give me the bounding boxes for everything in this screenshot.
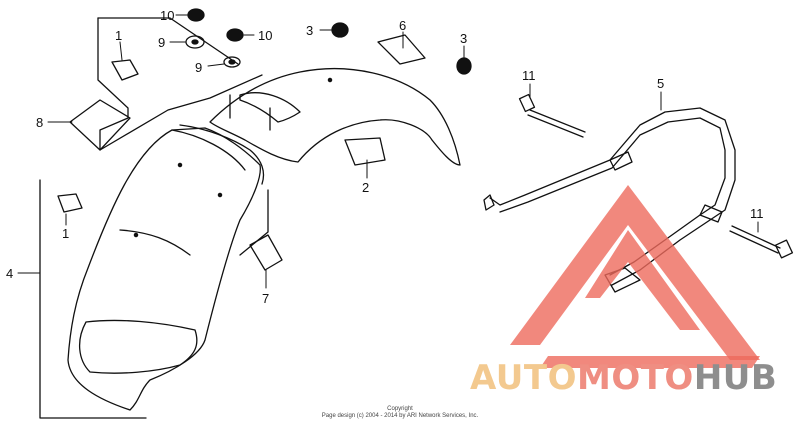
assembly-bracket-left [39,17,269,419]
callout-8: 8 [36,115,43,130]
callout-1-a: 1 [115,28,122,43]
watermark-text: AUTOMOTOHUB [470,358,777,398]
pad-6 [377,34,426,65]
nut-10-a [187,8,205,22]
watermark-triangle [510,185,760,368]
inner-fender [209,67,461,166]
nut-10-b [226,28,244,42]
leader-lines [17,14,759,289]
callout-5: 5 [657,76,664,91]
callout-11-b: 11 [750,206,764,221]
cushion-lower [57,193,83,213]
pad-7 [249,234,283,271]
callout-6: 6 [399,18,406,33]
pad-8 [69,99,131,151]
callout-1-b: 1 [62,226,69,241]
washer-9-a [185,35,205,49]
callout-10-a: 10 [160,8,174,23]
copyright-line-2: Page design (c) 2004 - 2014 by ARI Netwo… [321,413,479,419]
callout-labels: 10 9 10 9 1 8 1 4 7 3 6 3 2 11 5 11 [6,8,764,306]
callout-2: 2 [362,180,369,195]
washer-9-b [223,56,241,68]
rear-fender [67,124,265,411]
bolt-upper [518,93,586,138]
callout-7: 7 [262,291,269,306]
callout-9-b: 9 [195,60,202,75]
bolt-lower [729,225,794,259]
callout-3-a: 3 [306,23,313,38]
watermark-moto: MOTO [576,358,694,398]
callout-10-b: 10 [258,28,272,43]
watermark-hub: HUB [693,358,778,398]
callout-4: 4 [6,266,13,281]
callout-11-a: 11 [522,68,536,83]
callout-9-a: 9 [158,35,165,50]
watermark-auto: AUTO [470,358,577,398]
nut-3-b [456,57,472,75]
cushion-upper [111,59,139,81]
copyright-line-1: Copyright [387,406,413,412]
nut-3-a [331,22,349,38]
callout-3-b: 3 [460,31,467,46]
